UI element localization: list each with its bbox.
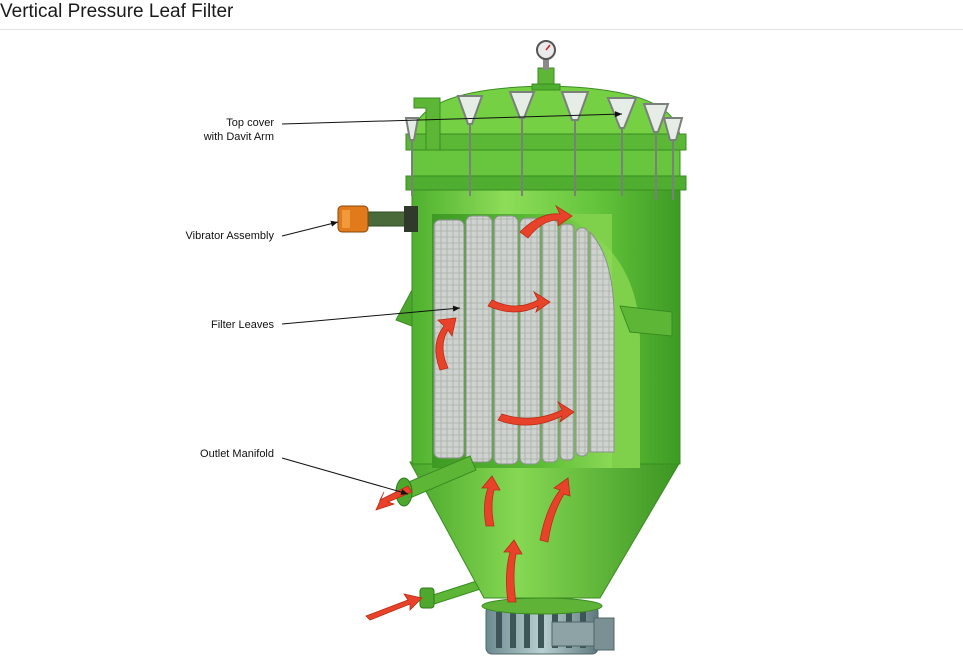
pressure-gauge-icon <box>536 40 556 70</box>
leader-top-cover <box>281 111 623 125</box>
leader-outlet-manifold <box>281 457 409 495</box>
top-cover <box>405 67 687 191</box>
callout-vibrator-assembly: Vibrator Assembly <box>185 230 274 242</box>
side-chute <box>619 305 673 337</box>
callout-top-cover: Top cover with Davit Arm <box>204 116 274 144</box>
leader-filter-leaves <box>281 305 461 325</box>
vibrator-assembly <box>337 205 418 233</box>
callout-top-cover-line1: Top cover <box>226 117 274 129</box>
filter-leaves <box>433 215 615 465</box>
callout-outlet-manifold: Outlet Manifold <box>200 448 274 460</box>
bottom-flange-assembly <box>481 597 615 655</box>
leader-lines <box>281 111 623 495</box>
left-bracket <box>395 289 413 327</box>
title-divider <box>0 29 963 30</box>
clamp-bolt-icon <box>404 91 684 200</box>
callout-filter-leaves: Filter Leaves <box>211 319 274 331</box>
page-title: Vertical Pressure Leaf Filter <box>0 1 234 22</box>
flow-arrow-icon <box>365 204 575 621</box>
callout-top-cover-line2: with Davit Arm <box>203 131 274 143</box>
leader-vibrator <box>281 220 339 237</box>
